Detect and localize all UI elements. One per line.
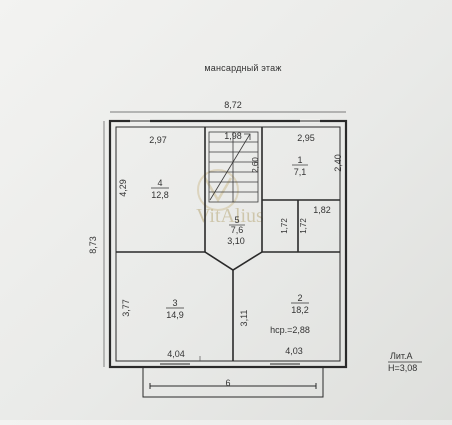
stamp-lit: Лит.А bbox=[390, 351, 413, 361]
room-2-number: 2 bbox=[297, 293, 302, 303]
plan-title: мансардный этаж bbox=[204, 63, 281, 73]
ceiling-height: hср.=2,88 bbox=[270, 325, 310, 335]
bottom-width-label: 6 bbox=[225, 378, 230, 388]
dim-stair-width: 1,98 bbox=[224, 131, 242, 141]
room-1-area: 7,1 bbox=[294, 167, 307, 177]
dim-room4-depth: 4,29 bbox=[118, 179, 128, 197]
dim-room1-depth: 2,40 bbox=[333, 154, 343, 172]
room-3-area: 14,9 bbox=[166, 310, 184, 320]
outer-walls-inner bbox=[115, 126, 341, 362]
dim-room2-depth: 3,11 bbox=[239, 310, 249, 327]
room-5-number: 5 bbox=[234, 215, 239, 225]
dim-room2-width: 4,03 bbox=[285, 346, 303, 356]
dim-niche-width: 1,82 bbox=[313, 205, 331, 215]
room-2-area: 18,2 bbox=[291, 305, 309, 315]
room-5-area: 7,6 bbox=[231, 225, 244, 235]
balcony bbox=[142, 366, 324, 398]
room-4-area: 12,8 bbox=[151, 190, 169, 200]
dimension-lines bbox=[103, 111, 346, 367]
watermark-text: VitAlius bbox=[196, 205, 264, 227]
dim-room3-width: 4,04 bbox=[167, 349, 185, 359]
stamp-height: H=3,08 bbox=[388, 363, 417, 373]
dim-hall-right: 1,72 bbox=[299, 218, 308, 234]
watermark: VitAlius bbox=[196, 169, 264, 227]
dim-room1-width: 2,95 bbox=[297, 133, 315, 143]
dim-stair-length: 2,60 bbox=[251, 157, 260, 173]
dim-hall-width: 3,10 bbox=[227, 236, 245, 246]
room-3-number: 3 bbox=[172, 298, 177, 308]
dim-room3-depth: 3,77 bbox=[121, 299, 131, 317]
dim-room4-width: 2,97 bbox=[149, 135, 167, 145]
room-4-number: 4 bbox=[157, 178, 162, 188]
room-1-number: 1 bbox=[297, 155, 302, 165]
staircase bbox=[208, 131, 259, 203]
overall-depth-label: 8,73 bbox=[88, 236, 98, 254]
partitions bbox=[116, 127, 340, 361]
window-marks bbox=[130, 119, 320, 365]
dim-hall-left: 1,72 bbox=[280, 218, 289, 234]
overall-width-label: 8,72 bbox=[224, 100, 242, 110]
